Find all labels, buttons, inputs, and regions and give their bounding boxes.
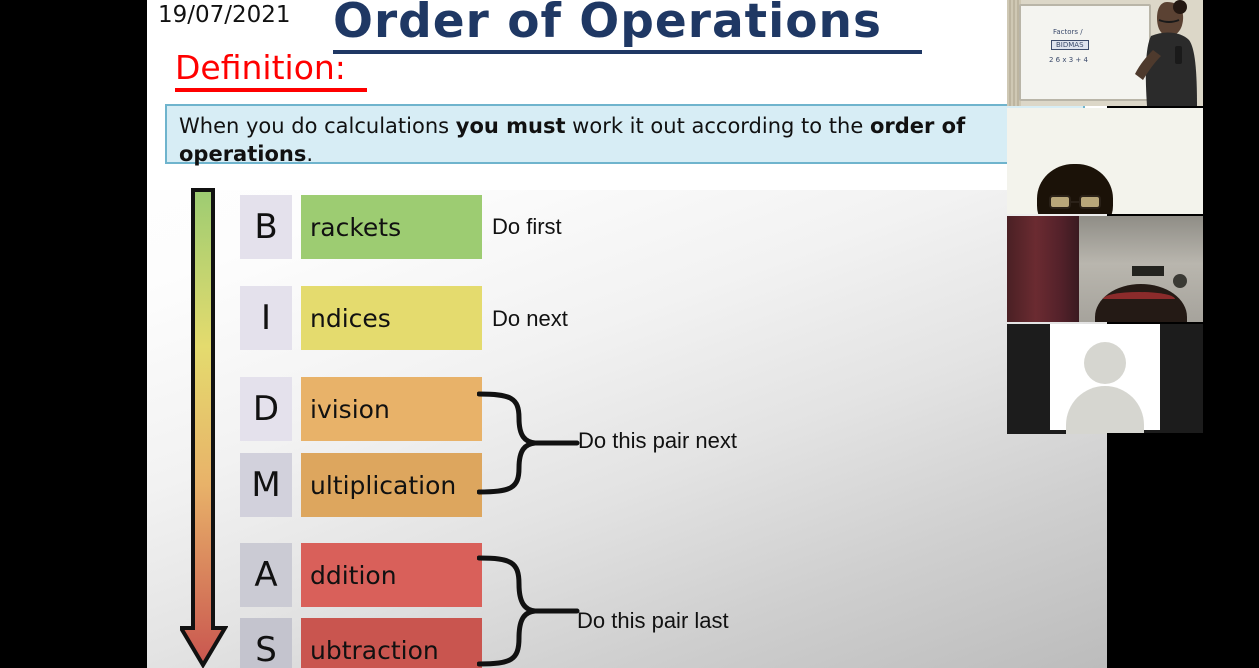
avatar	[1050, 324, 1160, 434]
brace-dm-icon	[477, 391, 580, 495]
curtain	[1007, 0, 1021, 106]
note-pair-last: Do this pair last	[577, 608, 729, 633]
row-word: ddition	[301, 543, 482, 607]
student-tile-1[interactable]	[1007, 108, 1203, 214]
wall-background	[1007, 108, 1203, 214]
video-participant-column: Factors / BIDMAS 2 6 x 3 + 4	[1007, 0, 1203, 434]
section-heading-underline	[175, 88, 367, 92]
row-letter: A	[240, 543, 292, 607]
whiteboard-line: 2 6 x 3 + 4	[1049, 56, 1088, 64]
slide-date: 19/07/2021	[158, 2, 291, 28]
page-title: Order of Operations	[333, 0, 882, 49]
brace-as-icon	[477, 555, 580, 667]
note-do-next: Do next	[492, 306, 568, 331]
row-word: ubtraction	[301, 618, 482, 668]
note-do-first: Do first	[492, 214, 562, 239]
note-pair-next: Do this pair next	[578, 428, 737, 453]
definition-span: .	[306, 142, 314, 166]
definition-span: work it out according to the	[565, 114, 870, 138]
avatar-body-icon	[1066, 386, 1144, 434]
presentation-slide: 19/07/2021 Order of Operations Definitio…	[147, 0, 1107, 668]
whiteboard: Factors / BIDMAS 2 6 x 3 + 4	[1019, 4, 1151, 101]
definition-text: When you do calculations you must work i…	[179, 112, 1071, 168]
letterbox-right-bottom	[1107, 433, 1259, 668]
row-letter: S	[240, 618, 292, 668]
wall-spot	[1173, 274, 1187, 288]
page-title-underline	[333, 50, 922, 54]
whiteboard-line: Factors /	[1053, 28, 1083, 36]
letterbox-left	[0, 0, 147, 668]
definition-emphasis: you must	[455, 114, 566, 138]
student-tile-2[interactable]	[1007, 216, 1203, 322]
row-word: ivision	[301, 377, 482, 441]
row-letter: I	[240, 286, 292, 350]
avatar-tile[interactable]	[1007, 324, 1203, 434]
priority-arrow-icon	[180, 188, 228, 668]
row-word: ndices	[301, 286, 482, 350]
dark-room-background	[1007, 216, 1203, 322]
section-heading: Definition:	[175, 48, 346, 87]
classroom-background: Factors / BIDMAS 2 6 x 3 + 4	[1007, 0, 1203, 106]
letterbox-right-top	[1203, 0, 1259, 434]
row-letter: B	[240, 195, 292, 259]
definition-callout-box: When you do calculations you must work i…	[165, 104, 1085, 166]
whiteboard-line: BIDMAS	[1051, 40, 1089, 50]
avatar-head-icon	[1084, 342, 1126, 384]
row-word: ultiplication	[301, 453, 482, 517]
headband	[1103, 292, 1175, 306]
teacher-figure	[1135, 0, 1197, 106]
avatar-background	[1007, 324, 1203, 434]
definition-emphasis: order of operations	[179, 114, 966, 166]
glasses-icon	[1049, 195, 1101, 209]
definition-span: When you do calculations	[179, 114, 456, 138]
teacher-whiteboard-tile[interactable]: Factors / BIDMAS 2 6 x 3 + 4	[1007, 0, 1203, 106]
wall-fixture	[1132, 266, 1164, 276]
red-curtain	[1007, 216, 1079, 322]
row-letter: M	[240, 453, 292, 517]
row-word: rackets	[301, 195, 482, 259]
row-letter: D	[240, 377, 292, 441]
